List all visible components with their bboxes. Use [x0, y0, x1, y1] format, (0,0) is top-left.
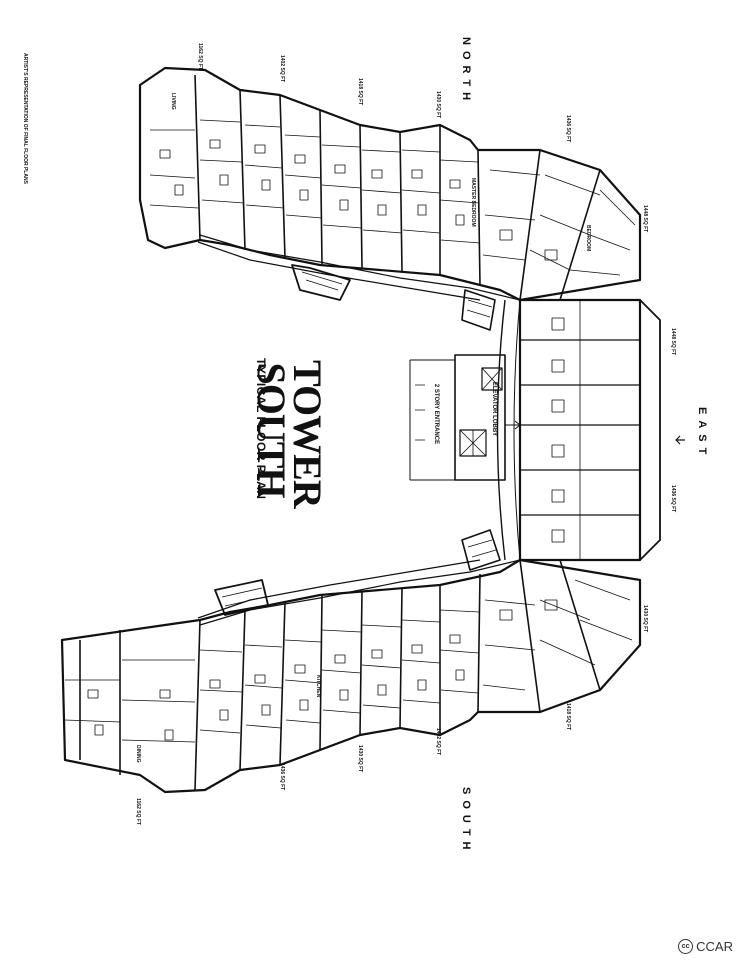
- unit-label: 1430 SQ FT: [435, 91, 441, 119]
- cc-icon: cc: [678, 939, 694, 954]
- artist-note: ARTIST'S REPRESENTATION OF FINAL FLOOR P…: [22, 53, 28, 184]
- compass-south-label: SOUTH: [460, 787, 472, 856]
- entrance-area: [409, 354, 506, 481]
- compass-north-label: NORTH: [460, 37, 472, 107]
- room-label: MASTER BEDROOM: [470, 178, 476, 227]
- room-label: DINING: [135, 745, 141, 763]
- unit-label: 1436 SQ FT: [279, 763, 285, 791]
- unit-label: 1402 SQ FT: [279, 55, 285, 83]
- unit-label: 1402 SQ FT: [435, 728, 441, 756]
- unit-label: 1162 SQ FT: [135, 798, 141, 825]
- south-stair: [214, 579, 269, 616]
- unit-label: 1162 SQ FT: [197, 43, 203, 70]
- unit-label: 1436 SQ FT: [565, 115, 571, 143]
- elevator-label: ELEVATOR LOBBY: [491, 381, 497, 437]
- watermark: cc CCAR: [678, 939, 733, 954]
- unit-label: 1418 SQ FT: [357, 78, 363, 106]
- unit-label: 1430 SQ FT: [357, 745, 363, 773]
- north-stair: [291, 264, 351, 301]
- unit-label: 1436 SQ FT: [670, 485, 676, 513]
- unit-label: 1418 SQ FT: [565, 703, 571, 731]
- unit-label: 1448 SQ FT: [642, 205, 648, 233]
- room-label: KITCHEN: [315, 675, 321, 698]
- title-line-1: TOWER: [285, 360, 330, 508]
- entrance-label: 2 STORY ENTRANCE: [433, 383, 439, 445]
- plan-subtitle: TYPICAL FLOOR PLAN: [254, 358, 268, 500]
- watermark-text: CCAR: [696, 939, 733, 954]
- unit-label: 1448 SQ FT: [670, 328, 676, 356]
- room-label: BEDROOM: [585, 225, 591, 252]
- unit-label: 1430 SQ FT: [642, 605, 648, 633]
- central-core: [409, 289, 661, 571]
- room-label: LIVING: [170, 93, 176, 110]
- north-wing: [138, 66, 642, 302]
- compass-east-label: EAST: [696, 407, 708, 461]
- south-wing: [60, 558, 642, 794]
